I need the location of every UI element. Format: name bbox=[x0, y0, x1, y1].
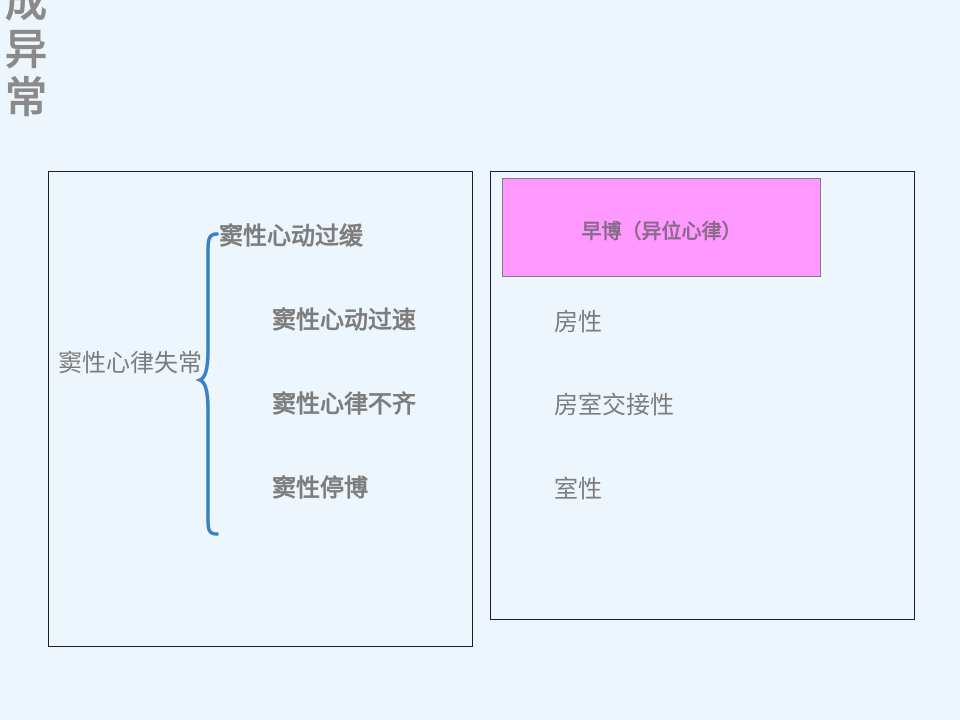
right-item-atrial: 房性 bbox=[554, 308, 602, 336]
left-item-tachycardia: 窦性心动过速 bbox=[272, 306, 416, 334]
left-panel bbox=[48, 171, 473, 647]
title-char: 成 bbox=[4, 0, 47, 26]
right-item-ventricular: 室性 bbox=[554, 475, 602, 503]
premature-beat-label: 早博（异位心律） bbox=[581, 219, 742, 243]
right-item-junctional: 房室交接性 bbox=[554, 391, 674, 419]
left-item-arrest: 窦性停博 bbox=[272, 474, 368, 502]
premature-beat-header: 早博（异位心律） bbox=[502, 178, 821, 277]
title-char: 异 bbox=[4, 25, 47, 74]
left-item-bradycardia: 窦性心动过缓 bbox=[219, 222, 363, 250]
title-char: 常 bbox=[4, 73, 47, 122]
left-main-label: 窦性心律失常 bbox=[58, 349, 202, 377]
left-item-arrhythmia: 窦性心律不齐 bbox=[272, 390, 416, 418]
vertical-title: 成 异 常 bbox=[0, 0, 52, 122]
curly-brace-icon bbox=[195, 232, 219, 536]
right-panel bbox=[490, 171, 915, 620]
